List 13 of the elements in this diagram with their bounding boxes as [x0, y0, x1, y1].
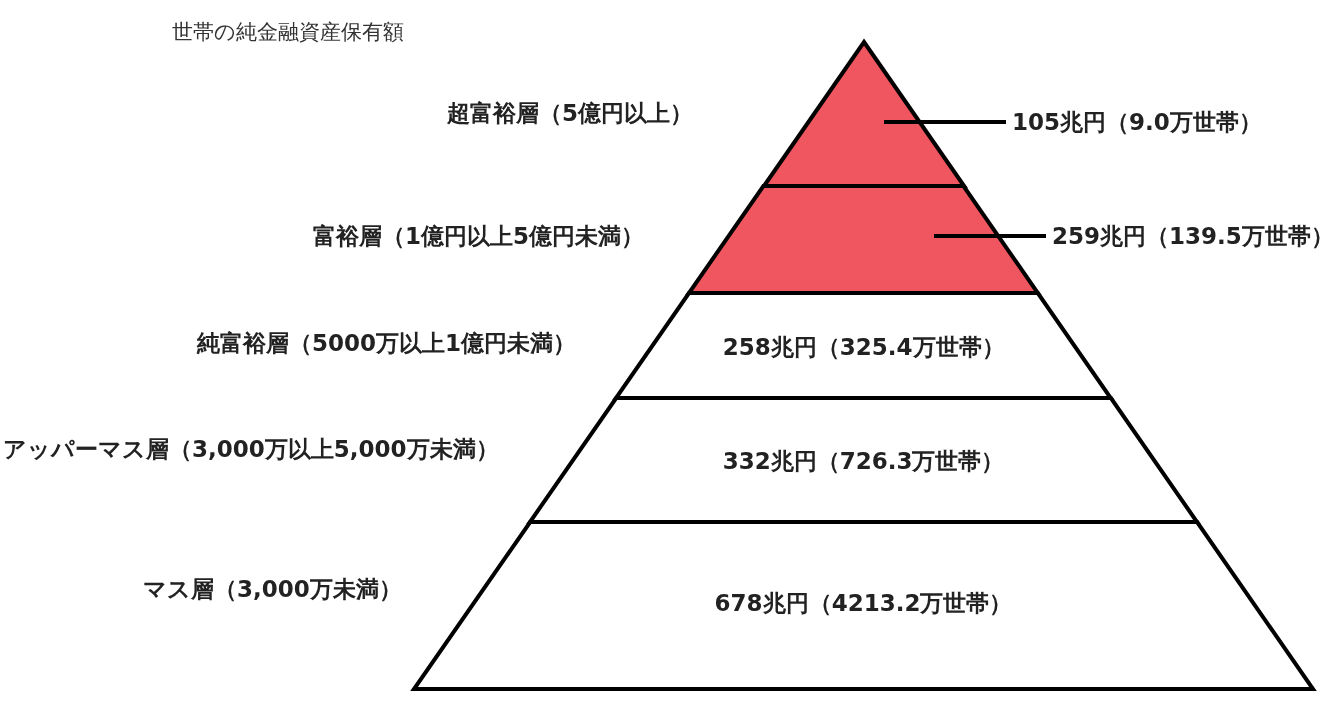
value-label: 332兆円（726.3万世帯） — [722, 446, 1005, 476]
value-label: 105兆円（9.0万世帯） — [1012, 107, 1262, 137]
tier-label: 純富裕層（5000万以上1億円未満） — [197, 328, 577, 358]
leader-line — [884, 120, 1006, 124]
tier-label: アッパーマス層（3,000万以上5,000万未満） — [3, 434, 499, 464]
chart-title: 世帯の純金融資産保有額 — [172, 18, 404, 46]
value-label: 258兆円（325.4万世帯） — [722, 332, 1005, 362]
tier-label: 超富裕層（5億円以上） — [447, 98, 693, 128]
tier-label: マス層（3,000万未満） — [143, 574, 402, 604]
value-label: 678兆円（4213.2万世帯） — [714, 588, 1013, 618]
tier-label: 富裕層（1億円以上5億円未満） — [313, 221, 644, 251]
leader-line — [934, 234, 1046, 238]
value-label: 259兆円（139.5万世帯） — [1052, 221, 1334, 251]
